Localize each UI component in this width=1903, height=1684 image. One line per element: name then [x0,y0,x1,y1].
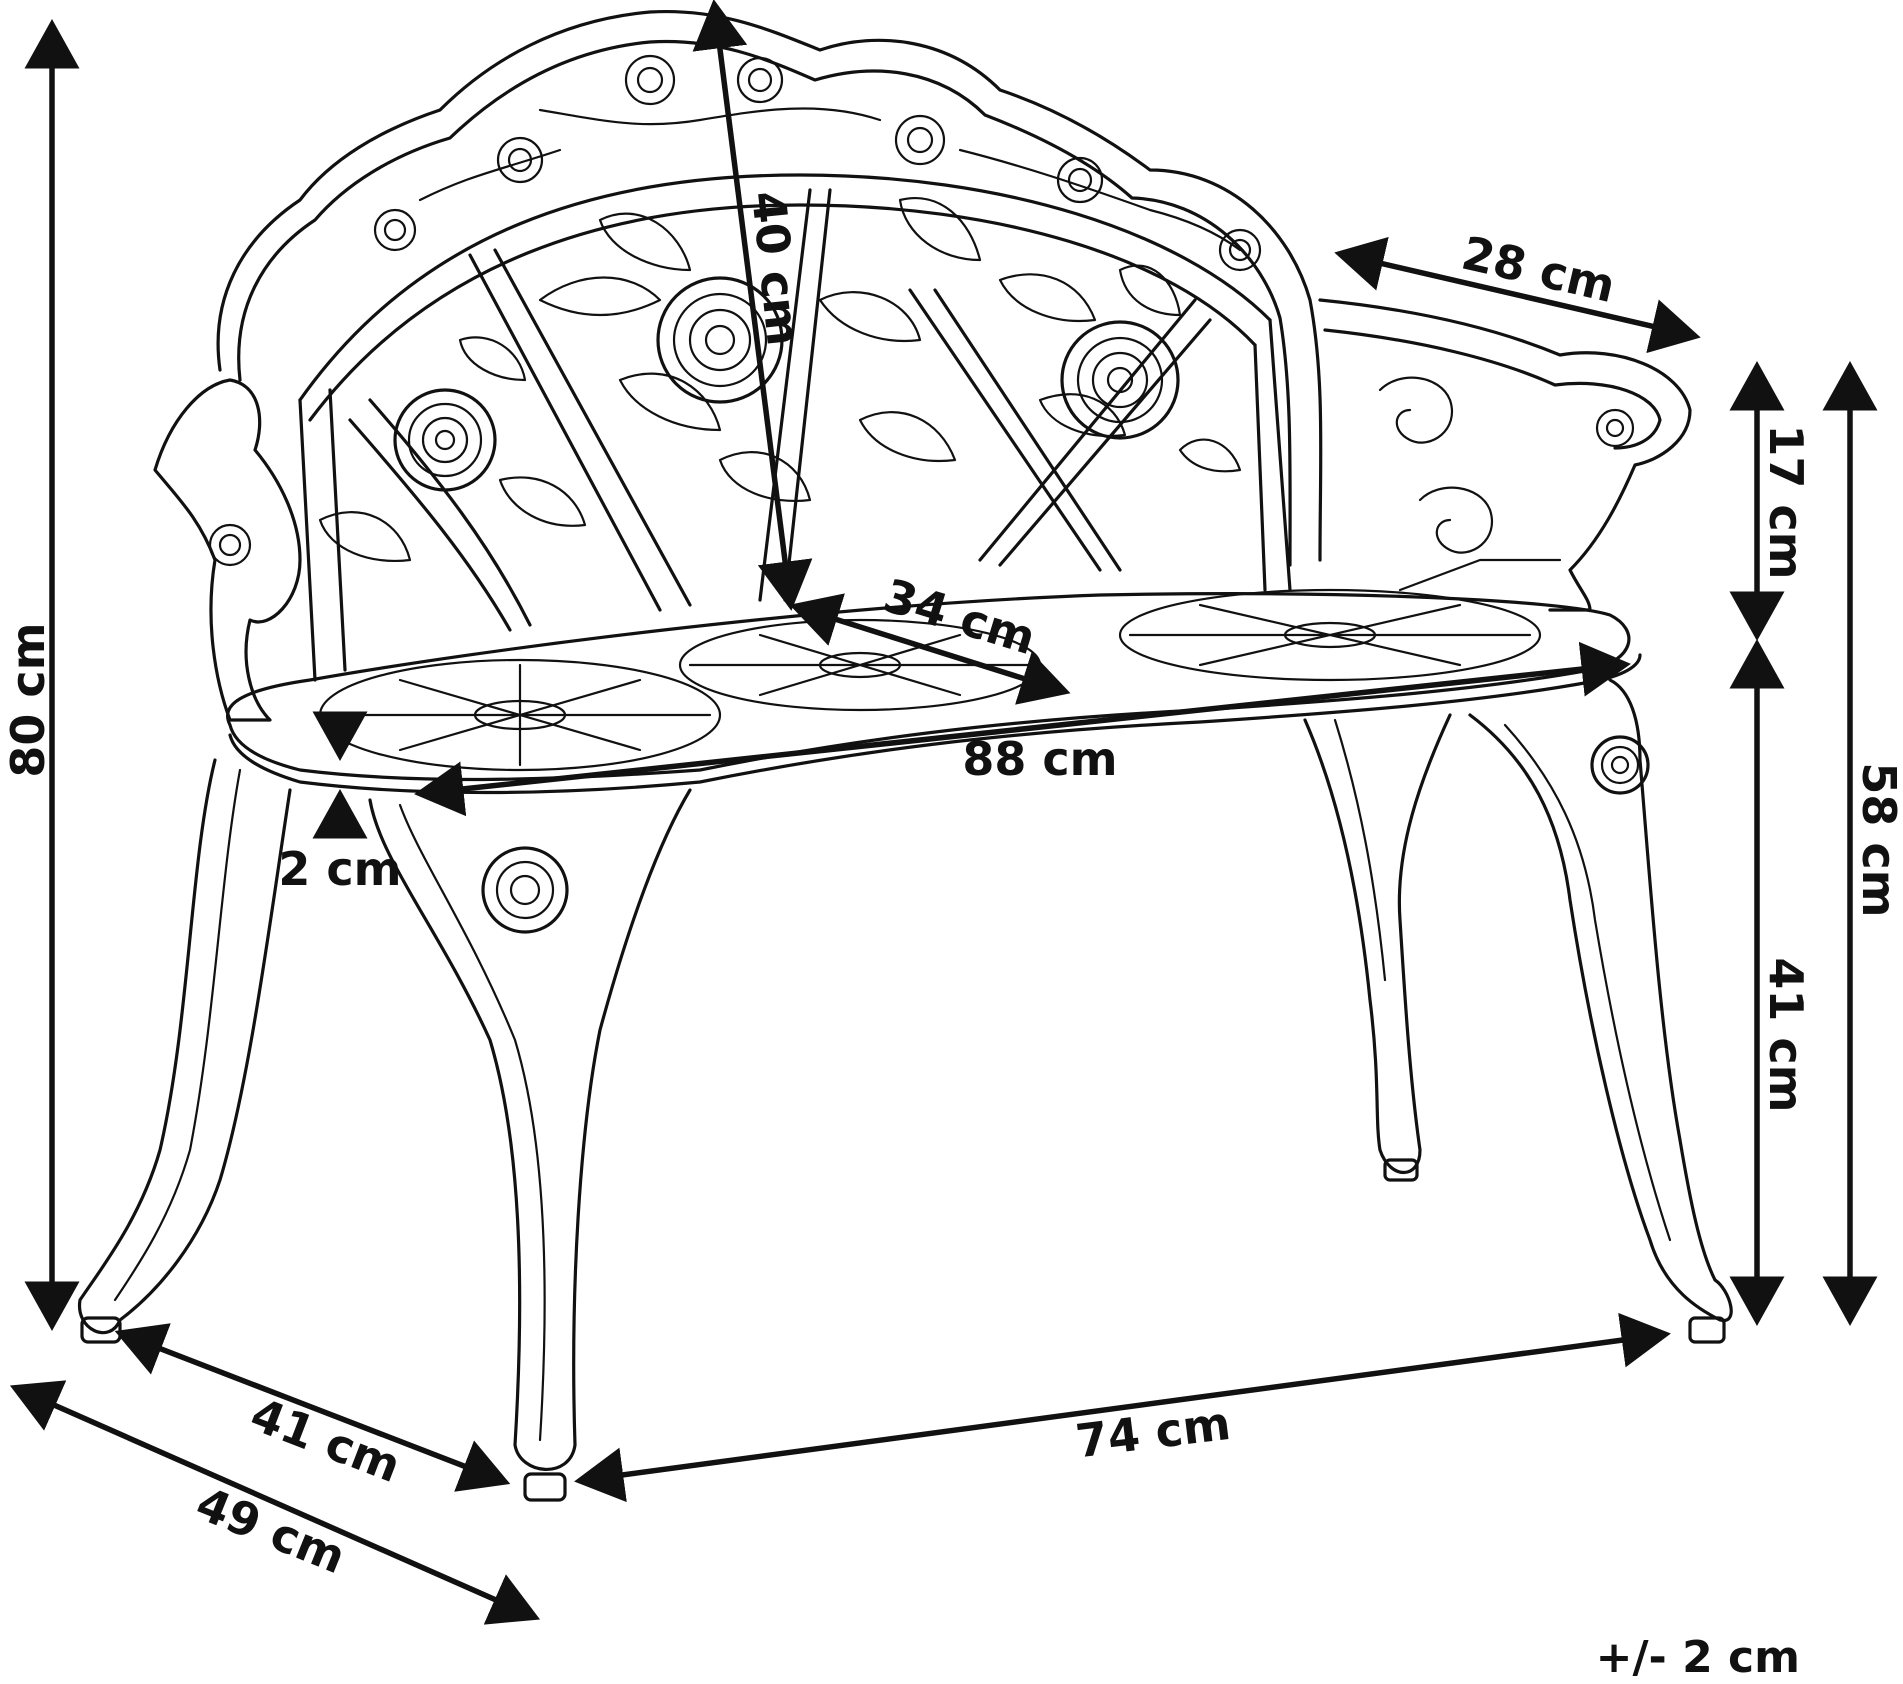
backrest-left-post [298,388,347,682]
rose-left [393,388,497,492]
foot-rear-right [1383,1158,1419,1182]
arrow-leg-width [574,1312,1671,1503]
backrest-right-post [1253,318,1292,592]
tolerance-note: +/- 2 cm [1596,1632,1800,1683]
backrest-crest [216,9,1323,562]
rose-right [1060,320,1180,440]
label-leg-depth: 41 cm [244,1387,408,1493]
label-arm-above-seat: 17 cm [1759,424,1813,579]
right-armrest-volute-lower [1398,486,1562,592]
arrow-seat-width [414,641,1631,817]
foot-front-left [523,1472,567,1502]
right-armrest-inner [1323,328,1662,450]
foot-front-right [1688,1316,1726,1344]
front-right-leg [1468,678,1733,1322]
rear-left-leg-inner [113,768,242,1302]
left-armrest [153,378,302,722]
right-armrest-scroll [1595,408,1635,448]
front-left-leg [368,788,692,1471]
arrow-armrest-length [1334,236,1701,354]
label-arm-height: 58 cm [1852,762,1903,917]
label-seat-height: 41 cm [1759,957,1813,1112]
rear-left-leg [78,758,292,1334]
label-total-depth: 49 cm [189,1476,353,1584]
label-seat-thickness: 2 cm [278,842,401,896]
double-headed-arrow-icon [9,0,1878,1625]
left-armrest-scroll [208,523,252,567]
rose-front-left-leg [481,846,569,934]
label-backrest-height: 40 cm [741,188,811,348]
left-armrest-scroll-inner [218,533,242,557]
crest-scrolls [373,54,1262,272]
arrow-total-depth [9,1380,541,1625]
right-armrest [1318,298,1692,612]
front-right-leg-inner [1503,723,1672,1242]
label-seat-width: 88 cm [962,732,1117,786]
right-armrest-volute [1378,376,1453,444]
label-total-height: 80 cm [1,622,55,777]
dimension-labels: 80 cm 40 cm 28 cm 34 cm 88 cm 2 cm 17 cm… [1,188,1903,1584]
label-seat-depth: 34 cm [878,568,1042,665]
right-armrest-scroll-inner [1605,418,1625,438]
arrow-backrest-height [692,0,813,611]
front-left-leg-inner [398,803,546,1442]
backrest-crest-inner [237,39,1292,567]
rear-right-leg [1303,713,1452,1175]
rear-right-leg-inner [1333,718,1387,982]
label-leg-width: 74 cm [1073,1396,1234,1469]
